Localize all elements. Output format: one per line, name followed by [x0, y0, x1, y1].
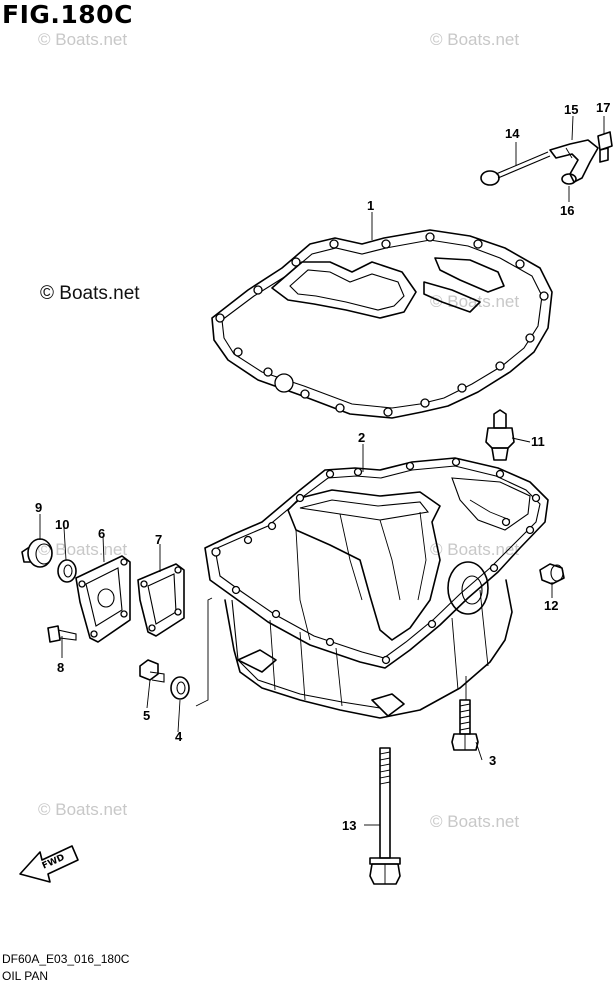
callout-1: 1: [367, 198, 375, 213]
oil-pan-part-2[interactable]: [195, 457, 549, 719]
callout-10: 10: [55, 517, 70, 532]
callout-3: 3: [489, 753, 497, 768]
gasket-part-1[interactable]: [211, 229, 553, 419]
callout-4: 4: [175, 729, 183, 744]
figure-title: FIG.180C: [2, 0, 133, 29]
gasket-part-7[interactable]: [137, 563, 185, 637]
watermark: © Boats.net: [430, 30, 520, 49]
fwd-arrow-icon: FWD: [19, 845, 79, 883]
callout-5: 5: [143, 708, 151, 723]
callout-13: 13: [342, 818, 357, 833]
figure-name: OIL PAN: [2, 969, 49, 983]
callout-9: 9: [35, 500, 43, 515]
watermark: © Boats.net: [430, 812, 520, 831]
callout-7: 7: [155, 532, 163, 547]
bolt-part-13[interactable]: [369, 747, 401, 885]
figure-code: DF60A_E03_016_180C: [2, 952, 130, 966]
callout-17: 17: [596, 100, 611, 115]
plug-part-9[interactable]: [21, 538, 53, 568]
watermark: © Boats.net: [38, 800, 128, 819]
sensor-part-11[interactable]: [485, 409, 515, 461]
callout-15: 15: [564, 102, 579, 117]
fwd-label: FWD: [41, 853, 67, 872]
callout-6: 6: [98, 526, 106, 541]
dipstick-part-14[interactable]: [480, 151, 551, 186]
bolt-part-8[interactable]: [47, 625, 77, 643]
callout-12: 12: [544, 598, 559, 613]
callout-2: 2: [358, 430, 366, 445]
watermark: © Boats.net: [38, 30, 128, 49]
watermark: © Boats.net: [430, 540, 520, 559]
callout-14: 14: [505, 126, 520, 141]
o-ring-part-16[interactable]: [561, 173, 577, 185]
plug-part-12[interactable]: [539, 563, 565, 585]
leader-lines: [39, 115, 605, 826]
gasket-part-10[interactable]: [57, 559, 77, 583]
washer-part-4[interactable]: [170, 676, 190, 700]
cover-plate-part-6[interactable]: [75, 555, 131, 643]
bolt-part-17[interactable]: [597, 131, 613, 163]
callout-11: 11: [531, 434, 545, 449]
callout-8: 8: [57, 660, 65, 675]
watermark: © Boats.net: [38, 540, 128, 559]
guide-tube-part-15[interactable]: [549, 139, 599, 183]
drain-plug-part-5[interactable]: [139, 659, 165, 683]
watermark-main: © Boats.net: [40, 283, 140, 304]
callout-16: 16: [560, 203, 575, 218]
bolt-part-3[interactable]: [451, 699, 479, 751]
